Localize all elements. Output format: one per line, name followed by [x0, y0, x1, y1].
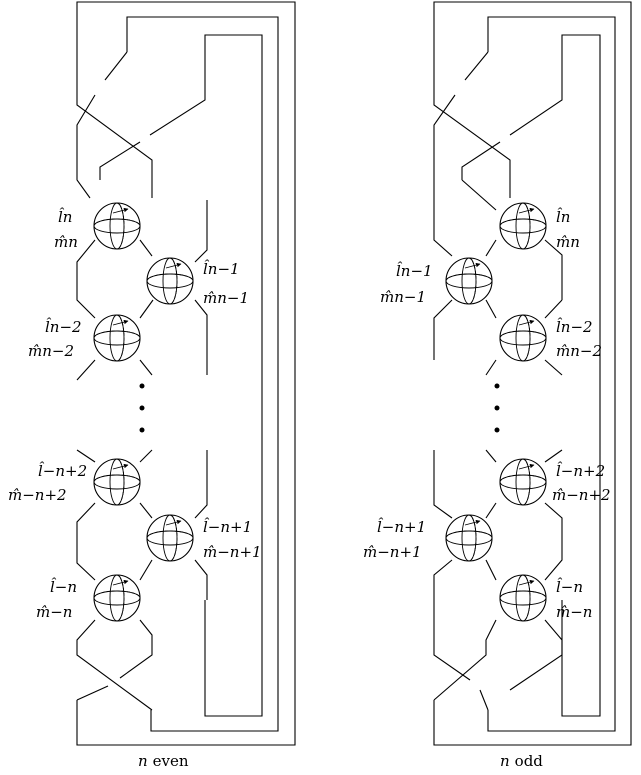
- ellipsis-dot: [139, 405, 145, 411]
- label-l: l̂n: [58, 208, 72, 226]
- label-l: l̂−n+2: [38, 462, 87, 480]
- sphere-1: [500, 203, 546, 249]
- sphere-4: [94, 459, 140, 505]
- ellipsis-dot: [494, 383, 500, 389]
- label-m: m̂n−2: [556, 342, 602, 360]
- frame-outer: [433, 1, 632, 746]
- label-l: l̂n−2: [45, 318, 82, 336]
- caption-word: odd: [515, 752, 544, 770]
- label-m: m̂n−1: [203, 289, 249, 307]
- label-m: m̂−n+2: [552, 486, 611, 504]
- sphere-4: [500, 459, 546, 505]
- label-m: m̂−n: [36, 603, 72, 621]
- label-m: m̂n: [556, 233, 580, 251]
- sphere-5: [446, 515, 492, 561]
- label-l: l̂−n+1: [203, 518, 252, 536]
- sphere-1: [94, 203, 140, 249]
- label-l: l̂−n+2: [556, 462, 605, 480]
- frame-outer: [76, 1, 296, 746]
- panel-n-odd: l̂n m̂n l̂n−1 m̂n−1 l̂n−2 m̂n−2 l̂−n+2 m…: [363, 1, 632, 770]
- label-m: m̂−n: [556, 603, 592, 621]
- label-l: l̂−n: [556, 578, 583, 596]
- label-l: l̂n: [556, 208, 570, 226]
- label-m: m̂−n+1: [203, 543, 262, 561]
- label-l: l̂n−1: [396, 262, 433, 280]
- sphere-6: [94, 575, 140, 621]
- sphere-2: [147, 258, 193, 304]
- ellipsis-dot: [139, 427, 145, 433]
- sphere-6: [500, 575, 546, 621]
- caption-word: even: [153, 752, 189, 770]
- label-l: l̂n−2: [556, 318, 593, 336]
- caption-variable: n: [138, 752, 148, 770]
- frame-inner: [561, 34, 601, 717]
- frame-mid: [487, 16, 616, 732]
- ellipsis-dot: [494, 427, 500, 433]
- label-m: m̂−n+2: [8, 486, 67, 504]
- sphere-5: [147, 515, 193, 561]
- label-l: l̂n−1: [203, 260, 240, 278]
- frame-inner: [204, 34, 263, 717]
- panel-n-even: l̂n m̂n l̂n−1 m̂n−1 l̂n−2 m̂n−2 l̂−n+2 m…: [8, 1, 296, 770]
- label-l: l̂−n+1: [377, 518, 426, 536]
- label-m: m̂−n+1: [363, 543, 422, 561]
- frame-mid: [126, 16, 279, 732]
- sphere-3: [500, 315, 546, 361]
- label-m: m̂n: [54, 233, 78, 251]
- ellipsis-dot: [139, 383, 145, 389]
- caption-variable: n: [500, 752, 510, 770]
- sphere-3: [94, 315, 140, 361]
- sphere-2: [446, 258, 492, 304]
- label-l: l̂−n: [50, 578, 77, 596]
- label-m: m̂n−2: [28, 342, 74, 360]
- label-m: m̂n−1: [380, 288, 426, 306]
- ellipsis-dot: [494, 405, 500, 411]
